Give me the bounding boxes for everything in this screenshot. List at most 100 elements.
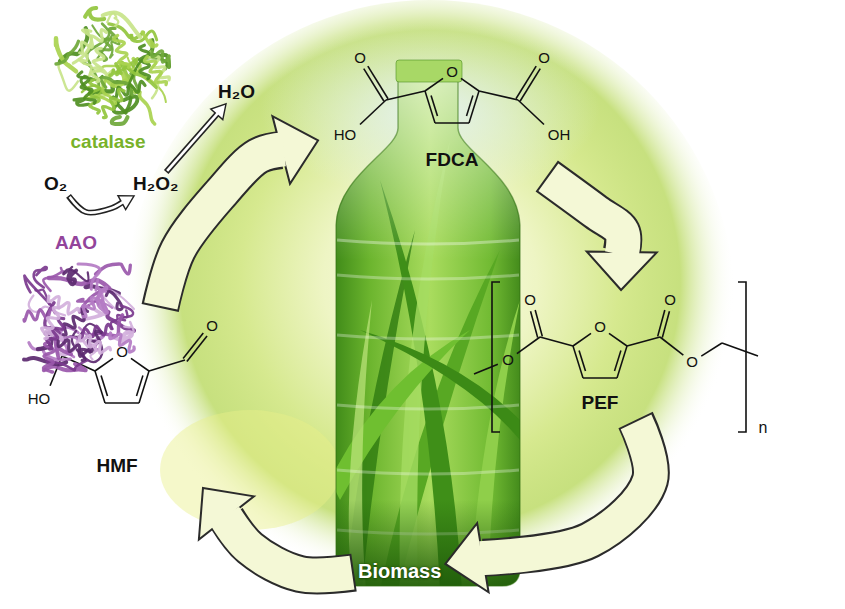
polymer-bracket [738, 282, 746, 432]
atom-group: HO [28, 390, 51, 407]
protein-ribbon [110, 64, 121, 75]
atom-symbol: O [116, 343, 128, 360]
node-title: PEF [582, 392, 619, 413]
bond-line [368, 66, 388, 99]
bond-line [364, 69, 384, 102]
bond-line [360, 100, 386, 124]
bond-line [431, 95, 437, 115]
bond-line [425, 78, 443, 91]
enzyme-node: catalase [50, 0, 175, 155]
protein-ribbon [63, 267, 88, 281]
bond-line [573, 346, 583, 378]
node-title: FDCA [426, 149, 479, 170]
label-holder: O [538, 49, 550, 67]
protein-structure [52, 4, 173, 128]
arrow-body [480, 422, 651, 558]
bond-line [615, 350, 621, 370]
bond-line [573, 333, 591, 346]
arrow-body [225, 516, 352, 576]
source-label: Biomass [354, 559, 445, 584]
protein-ribbon [103, 13, 141, 38]
label-holder: n [759, 419, 768, 437]
atom-group: OH [548, 126, 571, 143]
bond-line [540, 337, 573, 346]
label-holder: HO [334, 126, 357, 144]
bond-line [386, 91, 425, 100]
arrow-body [70, 197, 124, 213]
protein-ribbon [106, 292, 122, 310]
cycle-arrow [199, 488, 354, 575]
bond-line [425, 91, 435, 123]
species-label: O₂ [44, 173, 67, 194]
protein-ribbon [114, 35, 130, 67]
arrow-body [548, 177, 623, 255]
atom-symbol: O [594, 318, 606, 335]
protein-ribbon [80, 30, 107, 54]
bond-line [149, 360, 185, 371]
protein-ribbon [152, 51, 169, 68]
text-holder: PEF [582, 392, 619, 414]
bond-line [105, 402, 139, 404]
bond-line [139, 371, 149, 403]
bond-line [517, 337, 540, 354]
protein-ribbon [90, 80, 100, 114]
bond-line [701, 343, 722, 356]
bond-line [518, 100, 544, 124]
bond-line [101, 375, 107, 395]
bottle-cap [396, 60, 462, 82]
bond-line [131, 358, 149, 371]
bond-line [137, 375, 143, 395]
text-holder: H₂O₂ [133, 173, 178, 195]
bond-line [658, 310, 665, 336]
label-holder: O [524, 291, 536, 309]
species-label: Biomass [358, 560, 441, 582]
bond-line [435, 122, 469, 124]
cycle-arrow [547, 176, 657, 290]
protein-ribbon [102, 89, 124, 117]
text-holder: HMF [96, 455, 137, 477]
atom-symbol: O [538, 49, 550, 66]
protein-ribbon [42, 308, 59, 339]
atom-symbol: O [664, 291, 676, 308]
chemical-bonds [50, 66, 758, 403]
atom-group: HO [334, 126, 357, 143]
bond-line [609, 333, 627, 346]
molecule-node: PEF [500, 290, 740, 420]
protein-ribbon [83, 289, 106, 316]
reaction-arrow [166, 104, 226, 172]
bond-line [660, 337, 683, 355]
text-holder: H₂O [218, 81, 255, 103]
bottle-outline [336, 80, 520, 586]
arrow-body [167, 113, 218, 171]
bond-line [467, 95, 473, 115]
bond-line [579, 350, 585, 370]
label-holder: O [594, 318, 606, 336]
bond-line [461, 78, 479, 91]
species-label: H₂O₂ [133, 173, 178, 194]
protein-ribbon [140, 92, 155, 124]
protein-ribbon [56, 38, 76, 71]
text-holder: AAO [55, 232, 97, 254]
protein-ribbon [91, 48, 104, 81]
protein-ribbon [85, 8, 104, 20]
bond-line [531, 311, 538, 337]
label-holder: O [206, 317, 218, 335]
bond-line [479, 91, 518, 100]
label-holder: OH [548, 126, 571, 144]
repeat-count: n [759, 419, 768, 436]
bond-line [183, 333, 203, 358]
cycle-arrow [445, 420, 651, 592]
protein-ribbon [49, 278, 109, 288]
bond-line [469, 91, 479, 123]
atom-symbol: O [354, 49, 366, 66]
protein-ribbon [107, 13, 118, 28]
bond-line [520, 69, 540, 102]
atom-symbol: O [446, 63, 458, 80]
polymer-bracket [492, 282, 500, 432]
arrow-body [161, 149, 284, 306]
bond-line [627, 337, 660, 346]
species-label: H₂O [218, 81, 255, 102]
atom-symbol: O [686, 353, 698, 370]
label-holder: O [502, 351, 514, 369]
label-holder: O [354, 49, 366, 67]
